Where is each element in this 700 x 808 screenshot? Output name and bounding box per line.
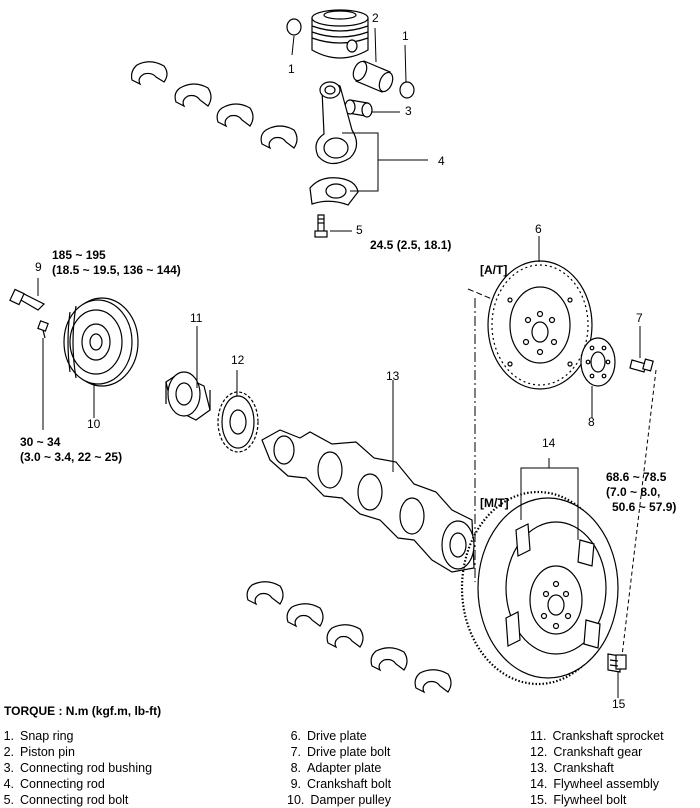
- legend-item: 3.Connecting rod bushing: [3, 761, 153, 775]
- callout-10: 10: [87, 417, 101, 431]
- callout-8: 8: [588, 415, 595, 429]
- legend-item: 9.Crankshaft bolt: [290, 777, 392, 791]
- snap-ring-right: [399, 81, 415, 99]
- leader-lines: [37, 27, 657, 698]
- connecting-rod: [309, 81, 359, 206]
- legend-item: 7.Drive plate bolt: [290, 745, 391, 759]
- damper-pulley: [63, 297, 139, 387]
- crankshaft-bolt: [9, 288, 46, 311]
- legend-column-1: 1.Snap ring 2.Piston pin 3.Connecting ro…: [0, 728, 152, 808]
- legend-item: 2.Piston pin: [3, 745, 75, 759]
- flywheel-bolt-torque-line2: (7.0 ~ 8.0,: [606, 485, 661, 499]
- callout-12: 12: [231, 353, 245, 367]
- piston-pin: [352, 60, 394, 93]
- callout-11: 11: [190, 311, 203, 325]
- main-bearing-shells: [246, 581, 452, 694]
- legend-item: 13.Crankshaft: [530, 761, 614, 775]
- callout-3: 3: [405, 104, 412, 118]
- variant-mt-label: [M/T]: [480, 496, 509, 510]
- flywheel-bolt: [607, 653, 627, 673]
- callout-7: 7: [636, 311, 643, 325]
- callout-5: 5: [356, 223, 363, 237]
- callout-1-top: 1: [288, 62, 295, 76]
- adapter-plate: [580, 337, 616, 387]
- legend-item: 1.Snap ring: [3, 729, 74, 743]
- crank-bolt-torque-line2: (18.5 ~ 19.5, 136 ~ 144): [52, 263, 181, 277]
- piston: [311, 9, 369, 59]
- connecting-rod-bolt: [314, 214, 328, 238]
- legend-item: 15.Flywheel bolt: [530, 793, 627, 807]
- flywheel-bolt-torque-line3: 50.6 ~ 57.9): [612, 500, 677, 514]
- variant-at-label: [A/T]: [480, 263, 508, 277]
- callout-9: 9: [35, 260, 42, 274]
- flywheel-bolt-torque-line1: 68.6 ~ 78.5: [606, 470, 667, 484]
- pulley-bolt-torque-line2: (3.0 ~ 3.4, 22 ~ 25): [20, 450, 123, 464]
- rod-bearing-shells: [130, 61, 298, 150]
- callout-13: 13: [386, 369, 400, 383]
- torque-units-note: TORQUE : N.m (kgf.m, lb-ft): [4, 704, 162, 718]
- connecting-rod-bushing: [344, 99, 373, 118]
- pulley-bolt-torque-line1: 30 ~ 34: [20, 435, 61, 449]
- legend-item: 8.Adapter plate: [290, 761, 382, 775]
- legend-item: 11.Crankshaft sprocket: [530, 729, 664, 743]
- legend-column-2: 6.Drive plate 7.Drive plate bolt 8.Adapt…: [287, 728, 391, 808]
- legend-item: 14.Flywheel assembly: [530, 777, 659, 791]
- legend-item: 10.Damper pulley: [287, 793, 391, 807]
- crankshaft-sprocket: [165, 371, 211, 421]
- snap-ring-top: [286, 18, 302, 36]
- rod-bolt-torque: 24.5 (2.5, 18.1): [370, 238, 452, 252]
- parts-legend: 1.Snap ring 2.Piston pin 3.Connecting ro…: [0, 728, 700, 807]
- crankshaft-gear: [217, 391, 259, 453]
- damper-pulley-bolt: [37, 320, 49, 339]
- legend-item: 5.Connecting rod bolt: [3, 793, 129, 807]
- drive-plate-bolt: [629, 358, 654, 373]
- crank-bolt-torque-line1: 185 ~ 195: [52, 248, 106, 262]
- legend-item: 6.Drive plate: [290, 729, 367, 743]
- parts-drawing: [9, 9, 657, 698]
- flywheel-assembly: [460, 490, 619, 686]
- callout-15: 15: [612, 697, 626, 711]
- callout-4: 4: [438, 154, 445, 168]
- exploded-diagram: [9, 9, 657, 698]
- legend-item: 12.Crankshaft gear: [530, 745, 643, 759]
- drive-plate: [487, 260, 593, 390]
- callout-14: 14: [542, 436, 556, 450]
- legend-item: 4.Connecting rod: [3, 777, 105, 791]
- callout-6: 6: [535, 222, 542, 236]
- callout-2: 2: [372, 11, 379, 25]
- crankshaft: [261, 429, 475, 573]
- legend-column-3: 11.Crankshaft sprocket 12.Crankshaft gea…: [530, 728, 664, 808]
- callout-1-right: 1: [402, 29, 409, 43]
